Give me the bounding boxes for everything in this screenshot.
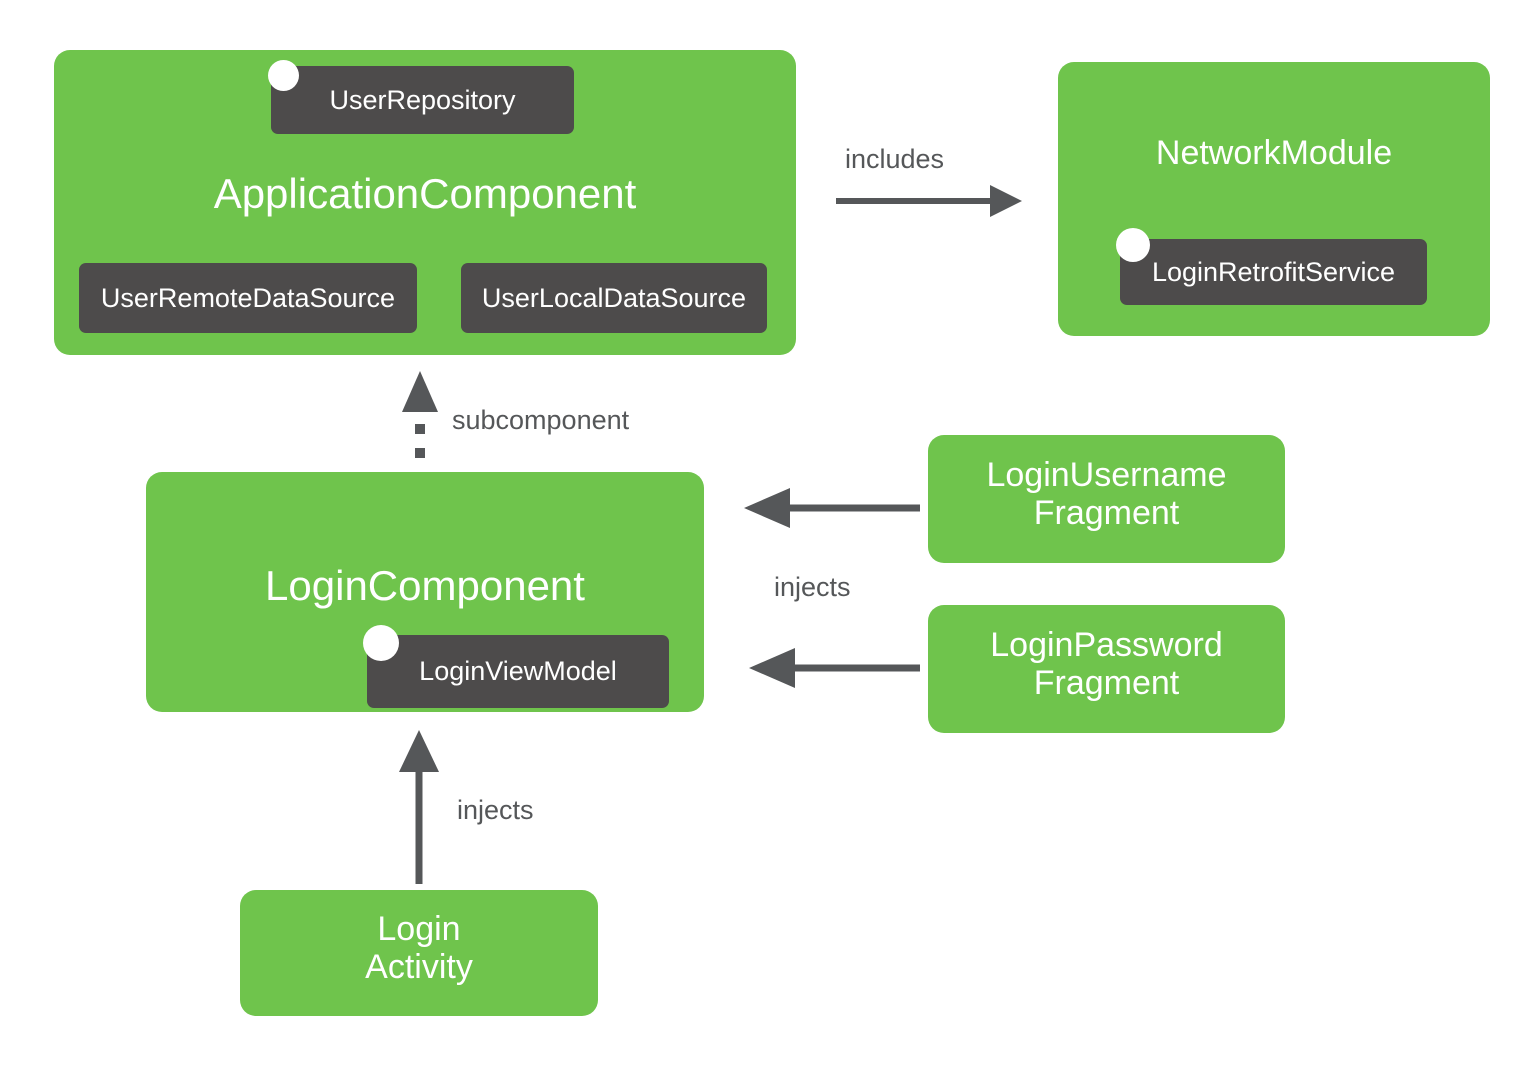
chip-login-retrofit-service-label: LoginRetrofitService (1151, 256, 1396, 287)
provision-dot-user-repository (268, 60, 299, 91)
chip-user-remote-data-source-label: UserRemoteDataSource (100, 282, 396, 313)
edge-injects-password-arrow (749, 648, 920, 688)
edge-includes-arrow (836, 185, 1022, 217)
chip-user-local-data-source[interactable]: UserLocalDataSource (461, 263, 767, 333)
edge-label-injects-activity: injects (457, 795, 534, 825)
login-username-fragment-title: LoginUsername Fragment (986, 456, 1227, 533)
edge-label-injects-fragments: injects (774, 572, 851, 602)
chip-user-repository-label: UserRepository (329, 84, 516, 115)
node-application-component[interactable]: ApplicationComponent UserRepository User… (54, 50, 796, 355)
edge-subcomponent-arrow (402, 371, 438, 458)
edge-injects-username-arrow (744, 488, 920, 528)
node-login-component[interactable]: LoginComponent LoginViewModel (146, 472, 704, 712)
node-login-password-fragment[interactable]: LoginPassword Fragment (928, 605, 1285, 733)
chip-login-retrofit-service[interactable]: LoginRetrofitService (1120, 239, 1427, 305)
edge-label-subcomponent: subcomponent (452, 405, 630, 435)
network-module-title: NetworkModule (1155, 134, 1393, 172)
provision-dot-login-view-model (363, 625, 399, 661)
login-activity-title: Login Activity (365, 910, 473, 987)
login-component-title: LoginComponent (265, 562, 585, 609)
provision-dot-login-retrofit-service (1116, 228, 1150, 262)
chip-login-view-model-label: LoginViewModel (419, 656, 617, 686)
node-login-activity[interactable]: Login Activity (240, 890, 598, 1016)
node-login-username-fragment[interactable]: LoginUsername Fragment (928, 435, 1285, 563)
edge-injects-activity-arrow (399, 730, 439, 884)
application-component-title: ApplicationComponent (213, 170, 637, 217)
chip-user-repository[interactable]: UserRepository (271, 66, 574, 134)
chip-user-local-data-source-label: UserLocalDataSource (481, 282, 747, 313)
edge-label-includes: includes (845, 144, 945, 174)
node-network-module[interactable]: NetworkModule LoginRetrofitService (1058, 62, 1490, 336)
chip-login-view-model[interactable]: LoginViewModel (367, 635, 669, 708)
chip-user-remote-data-source[interactable]: UserRemoteDataSource (79, 263, 417, 333)
login-password-fragment-title: LoginPassword Fragment (990, 626, 1223, 703)
